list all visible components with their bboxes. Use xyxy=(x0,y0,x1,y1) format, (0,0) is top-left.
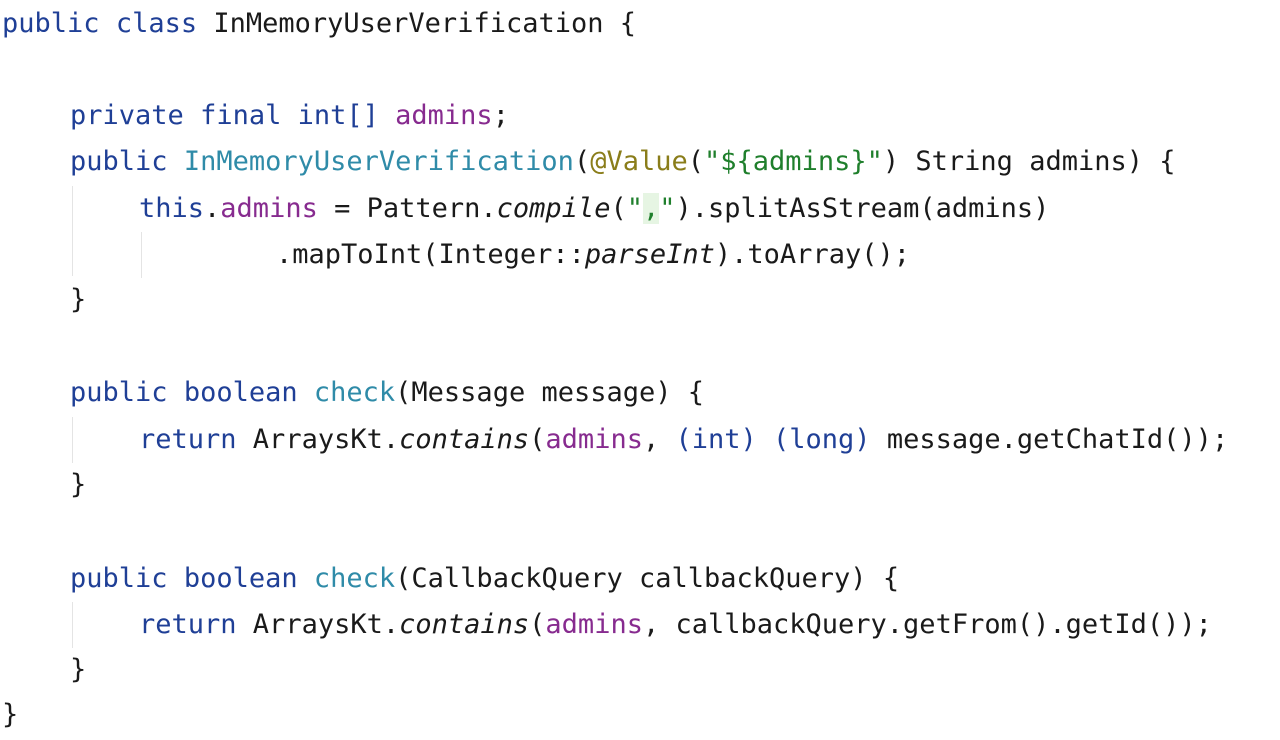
call-rest: , callbackQuery.getFrom().getId()); xyxy=(642,609,1212,640)
paren: ( xyxy=(529,609,546,640)
string-quote: " xyxy=(659,193,676,224)
paren: ) xyxy=(1126,146,1143,177)
space xyxy=(757,424,773,455)
method-name: contains xyxy=(399,424,530,455)
keyword: public xyxy=(70,563,168,594)
params: (CallbackQuery callbackQuery) { xyxy=(395,563,900,594)
method-chain: ).toArray(); xyxy=(714,239,910,270)
code-line[interactable]: .mapToInt(Integer::parseInt).toArray(); xyxy=(0,232,910,278)
method-name: contains xyxy=(399,609,530,640)
type: int[] xyxy=(297,100,379,131)
code-line[interactable]: this.admins = Pattern.compile(",").split… xyxy=(0,186,1049,232)
field-name: admins xyxy=(545,424,643,455)
code-line[interactable]: } xyxy=(0,692,18,738)
cast: (int) xyxy=(675,424,757,455)
keyword: boolean xyxy=(183,377,298,408)
paren: ) xyxy=(882,146,900,177)
call-prefix: ArraysKt. xyxy=(236,609,400,640)
method-name: check xyxy=(313,377,396,408)
brace: } xyxy=(70,654,87,685)
indent-guide xyxy=(72,417,73,463)
code-line[interactable]: return ArraysKt.contains(admins, callbac… xyxy=(0,602,1212,648)
code-line[interactable]: } xyxy=(0,462,86,508)
separator: , xyxy=(642,424,676,455)
keyword: class xyxy=(115,8,198,39)
code-line[interactable]: public boolean check(Message message) { xyxy=(0,370,704,416)
keyword: final xyxy=(200,100,282,131)
call-prefix: ArraysKt. xyxy=(236,424,400,455)
assignment: = Pattern. xyxy=(317,193,497,224)
call-rest: message.getChatId()); xyxy=(870,424,1229,455)
indent-guide xyxy=(72,186,73,276)
code-line[interactable]: private final int[] admins; xyxy=(0,93,509,139)
string-literal: , xyxy=(642,193,660,224)
string-quote: " xyxy=(626,193,643,224)
keyword: this xyxy=(139,193,205,224)
param-type: String xyxy=(915,146,1013,177)
field-name: admins xyxy=(545,609,643,640)
keyword: public xyxy=(70,377,168,408)
field-name: admins xyxy=(220,193,318,224)
param-name: admins xyxy=(1029,146,1127,177)
code-line[interactable]: public class InMemoryUserVerification { xyxy=(0,1,636,47)
keyword: boolean xyxy=(183,563,298,594)
paren: ( xyxy=(610,193,627,224)
indent-guide xyxy=(141,232,142,278)
method-name: compile xyxy=(496,193,611,224)
keyword: return xyxy=(139,424,237,455)
keyword: return xyxy=(139,609,237,640)
code-line[interactable]: public InMemoryUserVerification(@Value("… xyxy=(0,139,1176,185)
paren: ( xyxy=(573,146,591,177)
dot: . xyxy=(204,193,221,224)
params: (Message message) { xyxy=(395,377,705,408)
brace: { xyxy=(619,8,637,39)
semicolon: ; xyxy=(492,100,509,131)
annotation: @Value xyxy=(590,146,688,177)
code-line[interactable]: } xyxy=(0,277,86,323)
constructor-name: InMemoryUserVerification xyxy=(183,146,574,177)
method-chain: .mapToInt(Integer:: xyxy=(276,239,585,270)
brace: { xyxy=(1159,146,1176,177)
brace: } xyxy=(2,699,19,730)
field-name: admins xyxy=(395,100,493,131)
code-line[interactable]: } xyxy=(0,647,86,693)
keyword: public xyxy=(70,146,168,177)
string-literal: "${admins}" xyxy=(704,146,883,177)
cast: (long) xyxy=(773,424,871,455)
code-line[interactable]: return ArraysKt.contains(admins, (int) (… xyxy=(0,417,1228,463)
method-name: check xyxy=(313,563,396,594)
paren: ( xyxy=(529,424,546,455)
brace: } xyxy=(70,284,87,315)
keyword: private xyxy=(70,100,184,131)
brace: } xyxy=(70,469,87,500)
keyword: public xyxy=(2,8,100,39)
method-name: parseInt xyxy=(584,239,715,270)
paren: ( xyxy=(687,146,705,177)
code-line[interactable]: public boolean check(CallbackQuery callb… xyxy=(0,556,899,602)
class-name: InMemoryUserVerification xyxy=(213,8,604,39)
indent-guide xyxy=(72,602,73,648)
method-chain: ).splitAsStream(admins) xyxy=(675,193,1050,224)
